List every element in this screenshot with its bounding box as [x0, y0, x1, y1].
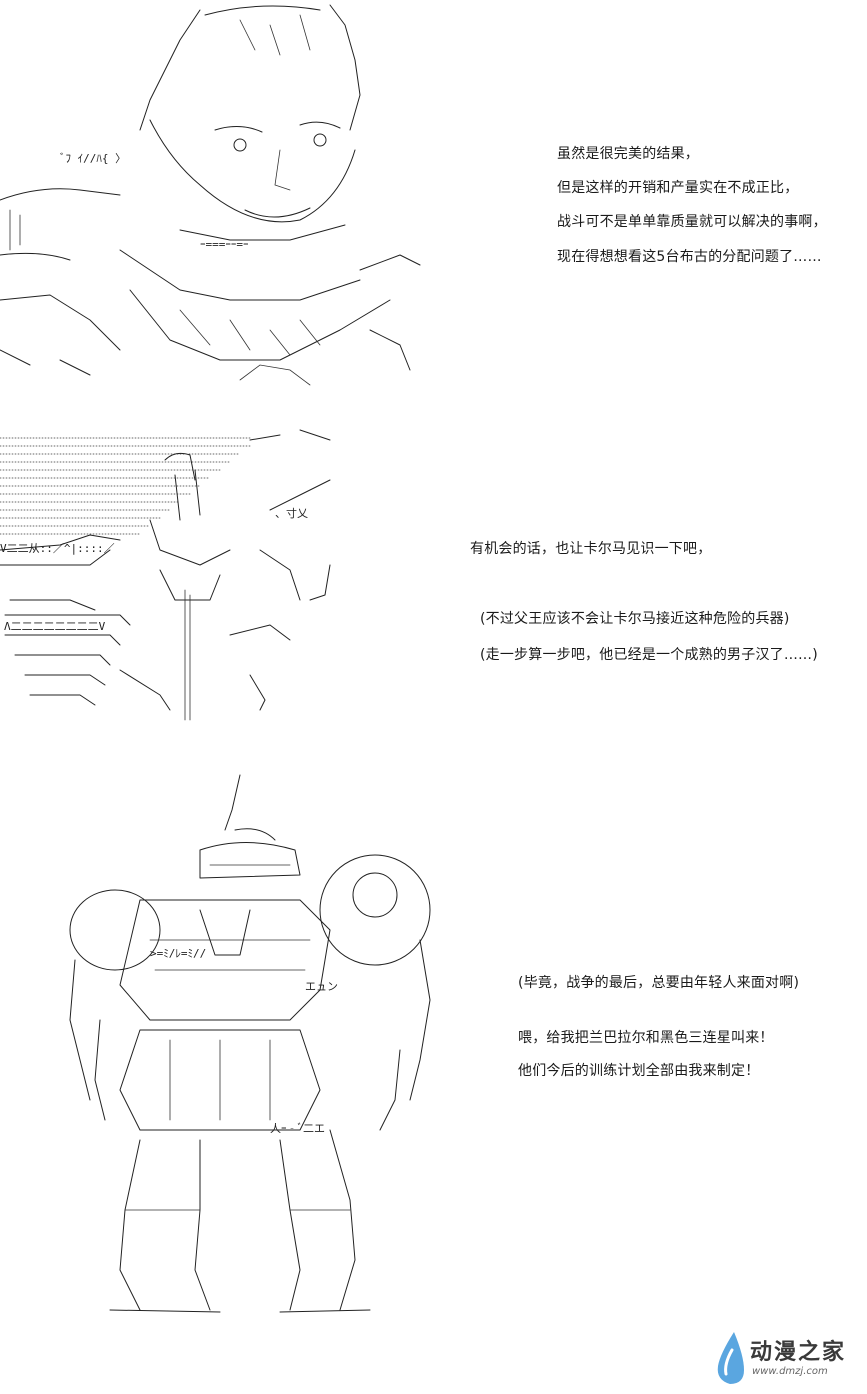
- panel-2: V二二从::／^|::::／ Λ二二二二二二二二V 、寸乂 有机会的话，也让卡尔…: [0, 400, 867, 730]
- ascii-art-robot: [0, 760, 450, 1330]
- dialogue-line: 喂，给我把兰巴拉尔和黑色三连星叫来！: [518, 1030, 774, 1046]
- ascii-fragment: 人ｰ‐ﾞ二エ: [270, 1122, 325, 1135]
- dialogue-line: 战斗可不是单单靠质量就可以解决的事啊，: [557, 214, 827, 230]
- ascii-fragment: ｰ===ｰｰ=ｰ: [200, 238, 249, 251]
- dialogue-line: 但是这样的开销和产量实在不成正比，: [557, 180, 799, 196]
- droplet-logo-icon: [717, 1332, 744, 1384]
- ascii-fragment: Λ二二二二二二二二V: [4, 620, 106, 633]
- dialogue-line: (走一步算一步吧，他已经是一个成熟的男子汉了……): [480, 647, 818, 663]
- dialogue-line: 现在得想想看这5台布古的分配问题了……: [557, 249, 822, 265]
- dialogue-line: 有机会的话，也让卡尔马见识一下吧，: [470, 541, 712, 557]
- ascii-fragment: V二二从::／^|::::／: [0, 542, 115, 555]
- ascii-fragment: >=ﾐ/ﾚ=ﾐ//: [150, 947, 207, 960]
- panel-3: >=ﾐ/ﾚ=ﾐ// エュン 人ｰ‐ﾞ二エ (毕竟，战争的最后，总要由年轻人来面对…: [0, 760, 867, 1330]
- dialogue-line: (毕竟，战争的最后，总要由年轻人来面对啊): [518, 975, 800, 991]
- panel-1: ﾞﾌ ｲ//ﾊ{ 〉 ｰ===ｰｰ=ｰ 虽然是很完美的结果， 但是这样的开销和产…: [0, 0, 867, 390]
- watermark-url: www.dmzj.com: [752, 1366, 828, 1377]
- ascii-art-officer: [0, 0, 430, 390]
- dialogue-line: 他们今后的训练计划全部由我来制定！: [518, 1063, 760, 1079]
- ascii-fragment: 、寸乂: [275, 507, 308, 520]
- ascii-fragment: エュン: [305, 980, 338, 993]
- dialogue-line: 虽然是很完美的结果，: [557, 146, 699, 162]
- site-watermark: 动漫之家 www.dmzj.com: [710, 1330, 860, 1386]
- ascii-art-weapon: [0, 400, 360, 730]
- watermark-title: 动漫之家: [750, 1340, 847, 1365]
- ascii-fragment: ﾞﾌ ｲ//ﾊ{ 〉: [60, 152, 127, 165]
- dialogue-line: (不过父王应该不会让卡尔马接近这种危险的兵器): [480, 611, 790, 627]
